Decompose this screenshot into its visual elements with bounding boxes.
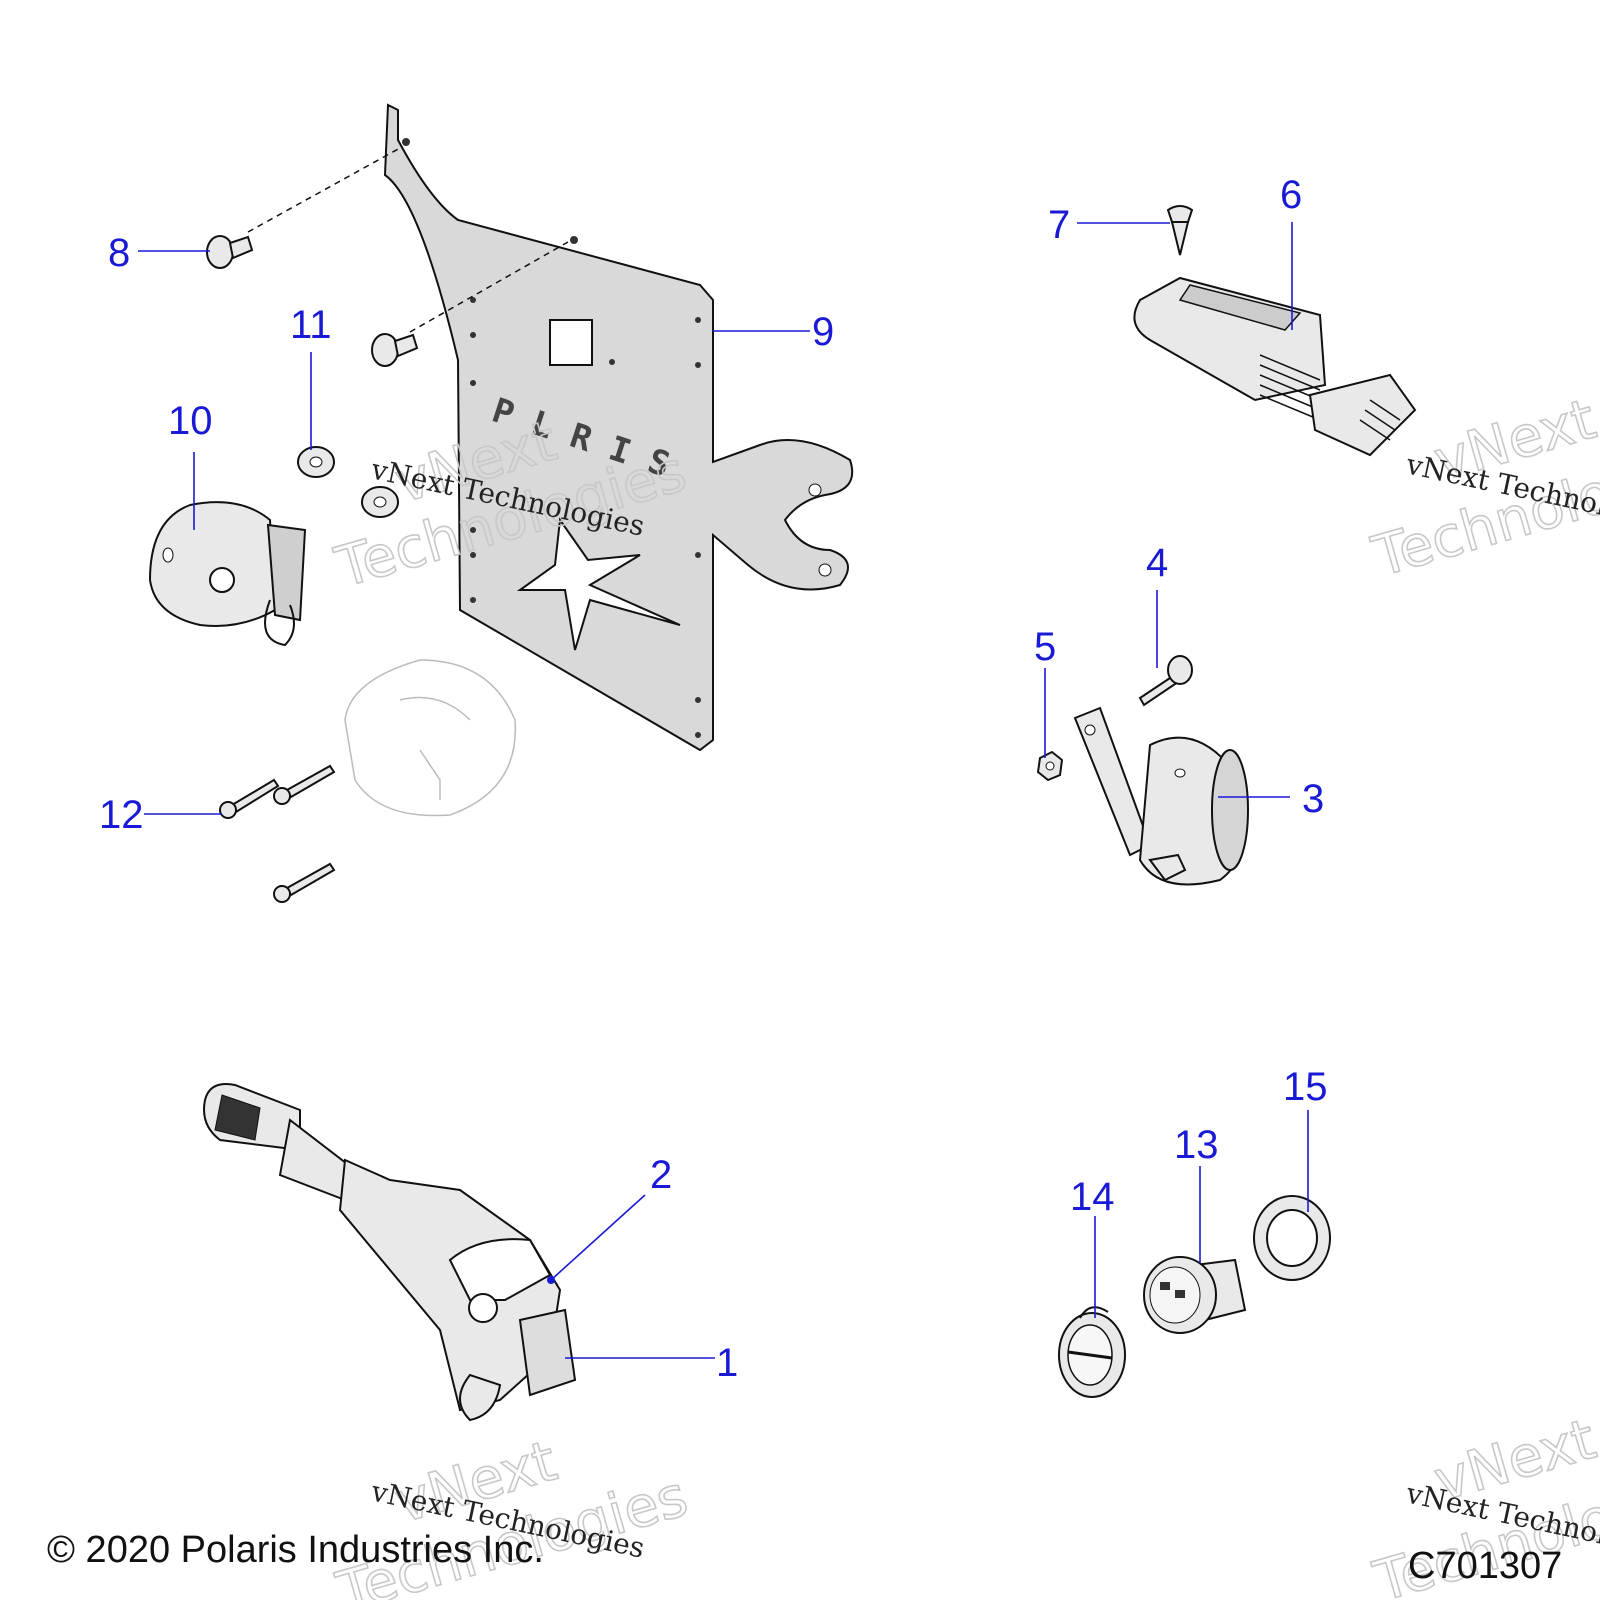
spacer [297,446,399,518]
retaining-ring [1253,1195,1331,1281]
callout-9: 9 [812,310,834,354]
callout-1: 1 [716,1341,738,1385]
leader-lines [138,222,1309,1359]
callout-12: 12 [99,793,144,837]
callout-10: 10 [168,399,213,443]
hex-nut [1036,750,1064,782]
callout-14: 14 [1070,1175,1115,1219]
callout-2: 2 [650,1153,672,1197]
tapping-screw [1166,205,1194,256]
socket-cap [1058,1306,1126,1398]
switch-housing [148,501,307,647]
callout-7: 7 [1048,203,1070,247]
callout-4: 4 [1146,541,1168,585]
callout-15: 15 [1283,1065,1328,1109]
callout-11: 11 [290,303,332,347]
callout-labels: 1 2 3 4 5 6 7 8 9 10 11 12 13 14 15 [99,173,1328,1385]
watermark: vNext Technologies vNext Technologies vN… [328,386,1600,1600]
long-screw [219,764,336,903]
copyright-notice: © 2020 Polaris Industries Inc. [47,1529,544,1571]
connector-module [1133,276,1417,457]
callout-8: 8 [108,231,130,275]
horn [1073,706,1249,886]
callout-3: 3 [1302,777,1324,821]
stalk-switch [203,1083,577,1422]
plate-screw [206,235,419,367]
horn-bolt [1138,655,1193,707]
mounting-plate: P L R I S [383,103,854,752]
callout-5: 5 [1034,625,1056,669]
callout-6: 6 [1280,173,1302,217]
usb-socket [1143,1256,1247,1334]
callout-13: 13 [1174,1123,1219,1167]
diagram-id: C701307 [1408,1545,1562,1587]
